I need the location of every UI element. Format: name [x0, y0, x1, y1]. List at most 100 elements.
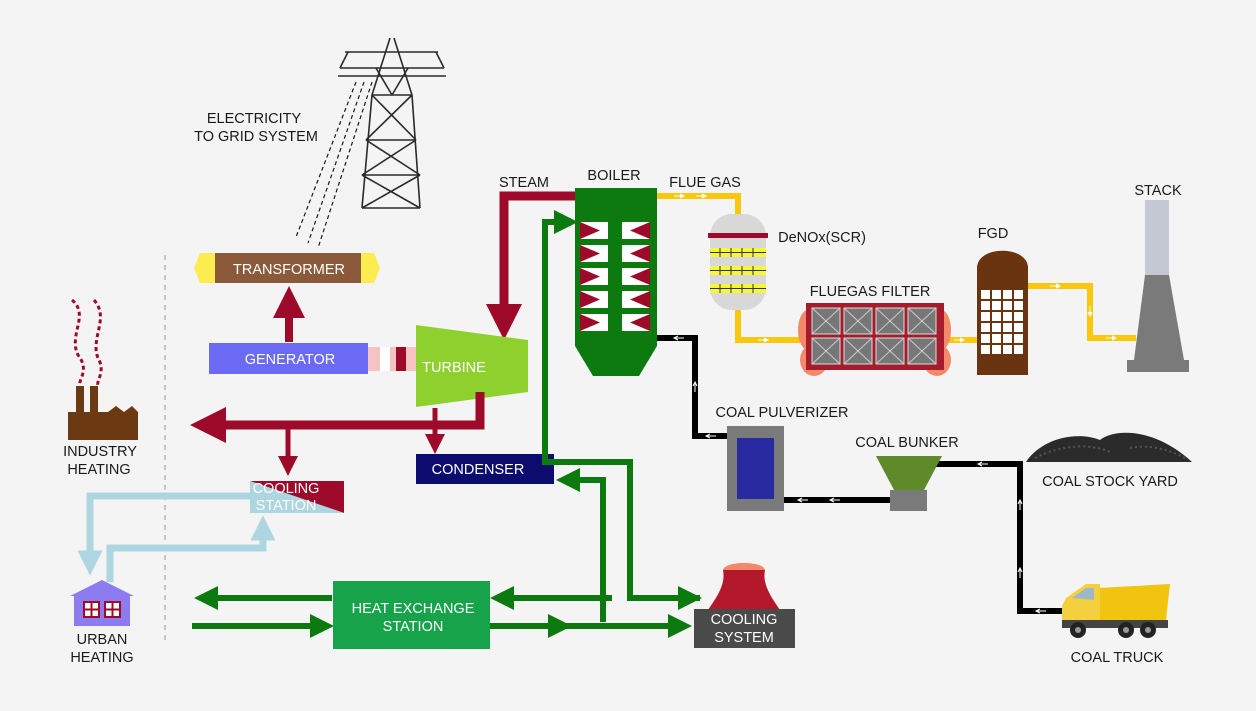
turbine-shaft	[368, 347, 416, 371]
boiler-tube	[580, 222, 608, 239]
condenser	[416, 454, 554, 484]
cooling-system	[694, 609, 795, 648]
fgd-window	[992, 345, 1001, 354]
boiler-tube	[580, 291, 608, 308]
coal-stock-yard-label: COAL STOCK YARD	[1042, 474, 1178, 490]
fgd-window	[992, 312, 1001, 321]
fgd-window	[1003, 290, 1012, 299]
fluegas-filter-label: FLUEGAS FILTER	[810, 284, 931, 300]
filter-cell	[843, 337, 873, 365]
cooling-station-label-line1: COOLING	[253, 481, 320, 497]
cooling-tower-icon	[708, 563, 780, 610]
cooling-system-label-line1: COOLING	[711, 612, 778, 628]
boiler-tube	[580, 245, 608, 262]
denox-label: DeNOx(SCR)	[778, 230, 866, 246]
fgd-window	[1014, 301, 1023, 310]
factory-icon	[68, 298, 138, 440]
cooling-loop-return	[77, 492, 250, 576]
filter-cell	[907, 337, 937, 365]
flue-gas-arrows	[674, 193, 1118, 343]
filter-cell	[907, 307, 937, 335]
truck-icon	[1062, 584, 1170, 638]
cooling-station: COOLING STATION	[250, 481, 344, 514]
fluegas-filter	[798, 303, 951, 376]
fgd-window	[1014, 345, 1023, 354]
fgd-window	[992, 323, 1001, 332]
flue-gas-label: FLUE GAS	[669, 175, 741, 191]
heat-exchange-label-line1: HEAT EXCHANGE	[352, 601, 475, 617]
water-pipes	[192, 210, 702, 638]
boiler	[575, 188, 657, 376]
urban-heating-label-line1: URBAN	[77, 632, 128, 648]
boiler-tube	[580, 314, 608, 331]
coal-line-arrows	[672, 335, 1046, 614]
condenser-label: CONDENSER	[432, 462, 525, 478]
stack-chimney	[1127, 200, 1189, 372]
coal-pulverizer	[727, 426, 784, 511]
coal-pulverizer-label: COAL PULVERIZER	[716, 405, 849, 421]
electricity-label-line2: TO GRID SYSTEM	[194, 129, 318, 145]
boiler-tube	[622, 314, 650, 331]
boiler-label: BOILER	[587, 168, 640, 184]
urban-heating-label-line2: HEATING	[70, 650, 133, 666]
coal-bunker	[876, 456, 942, 511]
industry-heating-label-line1: INDUSTRY	[63, 444, 137, 460]
fgd-window	[992, 301, 1001, 310]
stack-label: STACK	[1134, 183, 1182, 199]
industry-heating-pipe	[190, 392, 485, 443]
fgd-window	[1014, 334, 1023, 343]
fgd-window	[1003, 301, 1012, 310]
filter-cell	[875, 337, 905, 365]
fgd-window	[1014, 290, 1023, 299]
boiler-tube	[622, 291, 650, 308]
fgd-window	[981, 334, 990, 343]
fgd-window	[1003, 334, 1012, 343]
fgd-window	[992, 290, 1001, 299]
fgd-tower	[977, 250, 1028, 375]
boiler-tube	[622, 268, 650, 285]
steam-label: STEAM	[499, 175, 549, 191]
fgd-window	[1014, 312, 1023, 321]
coal-bunker-label: COAL BUNKER	[855, 435, 958, 451]
fgd-window	[981, 345, 990, 354]
heat-exchange-station	[333, 581, 490, 649]
filter-cell	[811, 337, 841, 365]
steam-pipe	[486, 191, 576, 340]
cooling-loop-supply	[106, 515, 276, 582]
fgd-window	[981, 301, 990, 310]
coal-truck-label: COAL TRUCK	[1071, 650, 1164, 666]
turbine	[416, 325, 528, 407]
boiler-tube	[622, 245, 650, 262]
fgd-window	[981, 312, 990, 321]
coal-lines	[657, 335, 1066, 614]
filter-cell	[811, 307, 841, 335]
coal-pile-icon	[1026, 432, 1192, 462]
generator-label: GENERATOR	[245, 352, 336, 368]
fgd-window	[1003, 345, 1012, 354]
generator	[209, 343, 368, 374]
fgd-window	[981, 290, 990, 299]
heat-exchange-label-line2: STATION	[383, 619, 444, 635]
fgd-window	[1003, 323, 1012, 332]
grid-connection-lines	[295, 81, 373, 249]
filter-cell	[843, 307, 873, 335]
boiler-tube	[622, 222, 650, 239]
power-tower-icon	[338, 37, 446, 209]
fgd-window	[981, 323, 990, 332]
denox-scr	[708, 214, 768, 310]
fgd-window	[1014, 323, 1023, 332]
industry-heating-label-line2: HEATING	[67, 462, 130, 478]
transformer: TRANSFORMER	[194, 253, 380, 283]
fgd-window	[1003, 312, 1012, 321]
filter-cell	[875, 307, 905, 335]
boiler-tube	[580, 268, 608, 285]
cooling-station-label-line2: STATION	[256, 498, 317, 514]
transformer-label: TRANSFORMER	[233, 262, 345, 278]
fgd-window	[992, 334, 1001, 343]
electricity-label-line1: ELECTRICITY	[207, 111, 302, 127]
fgd-label: FGD	[978, 226, 1009, 242]
turbine-label: TURBINE	[422, 360, 486, 376]
house-icon	[70, 580, 134, 626]
cooling-system-label-line2: SYSTEM	[714, 630, 774, 646]
